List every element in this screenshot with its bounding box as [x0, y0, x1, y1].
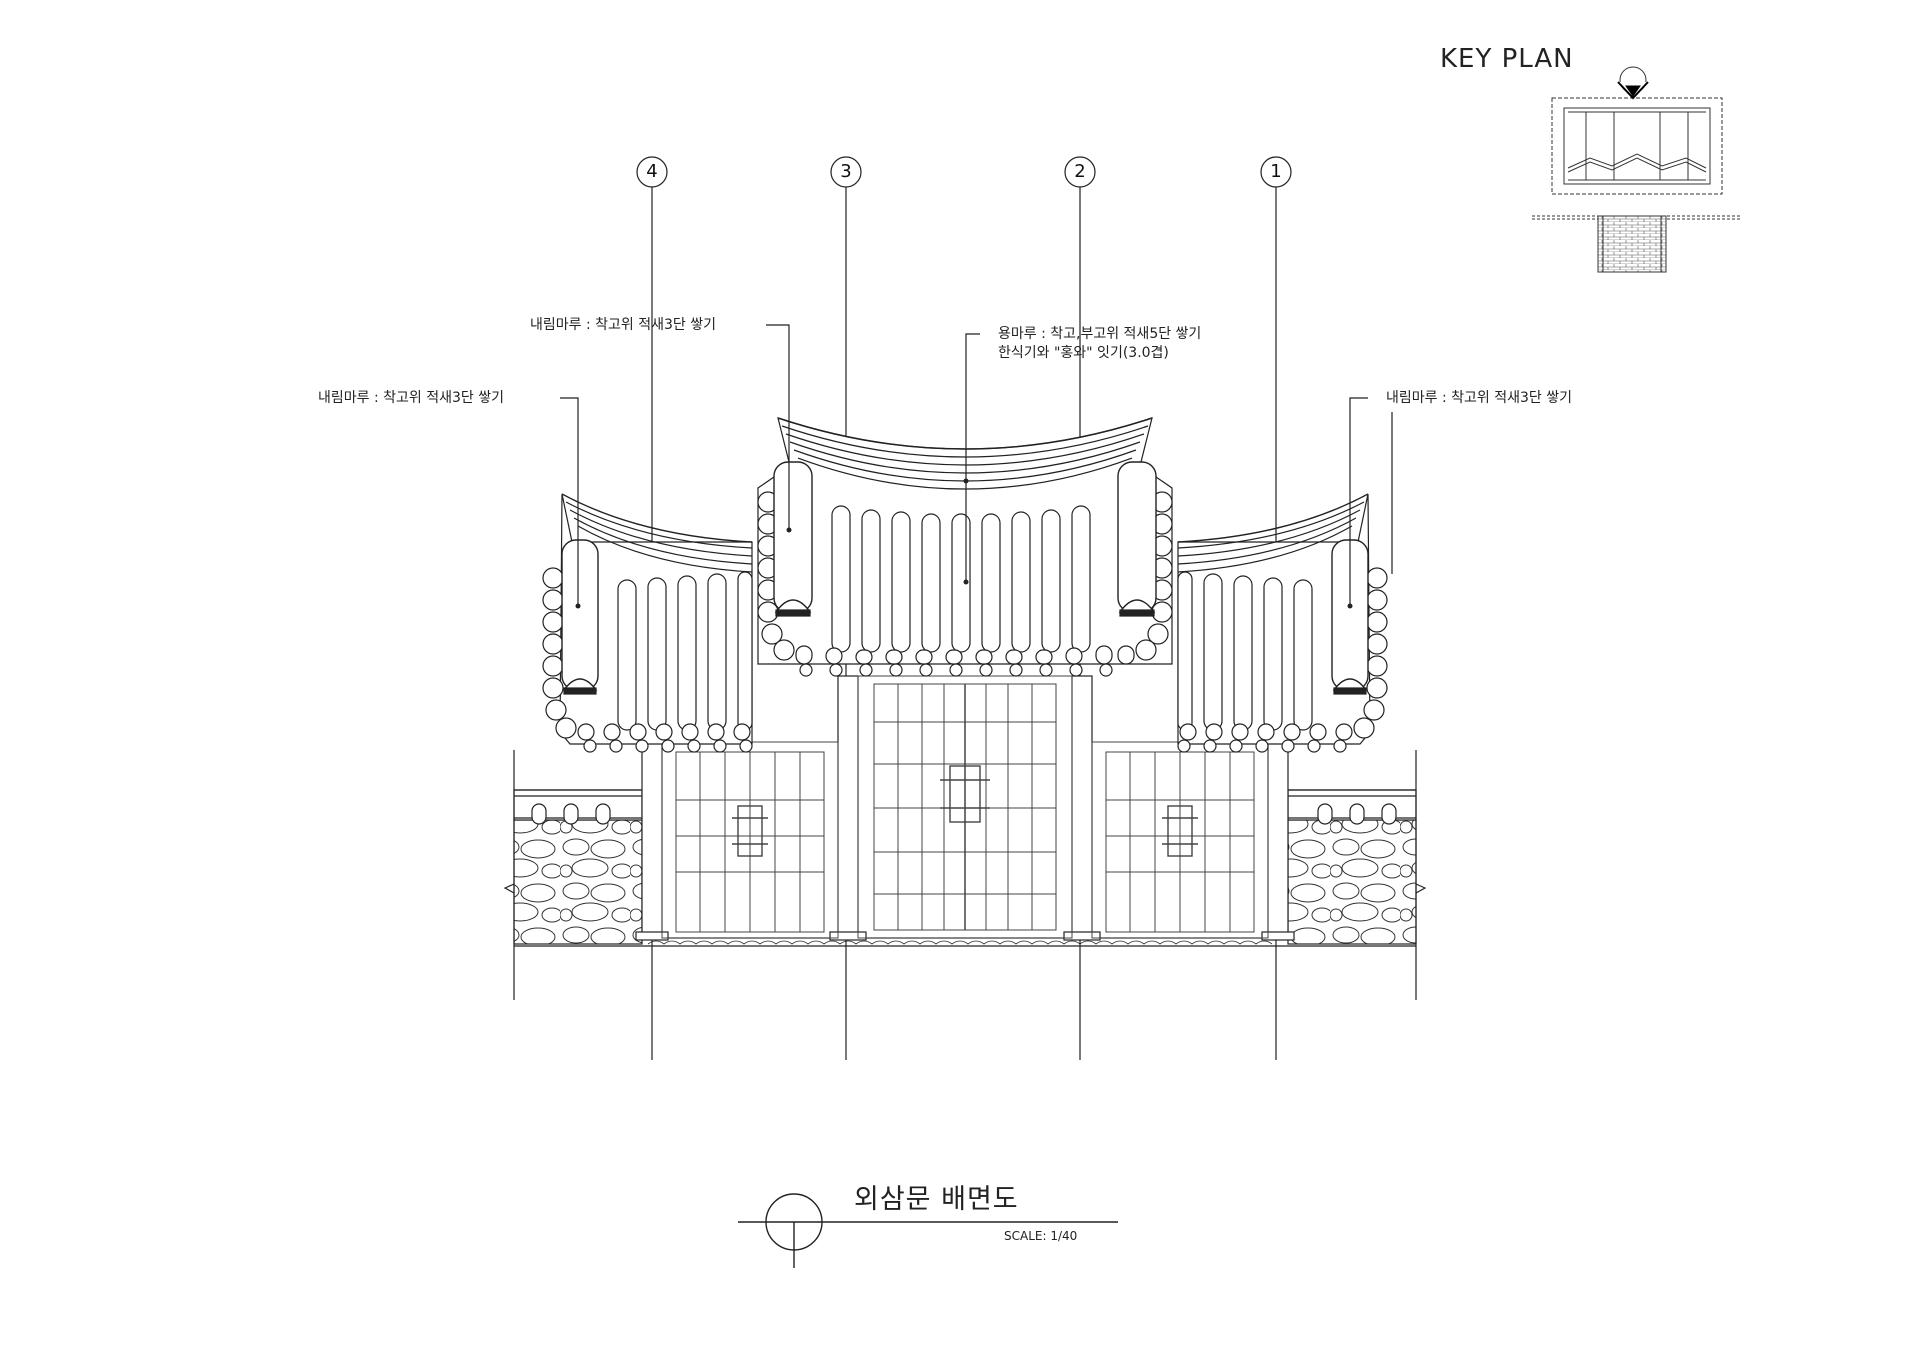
- side-roof-left: [542, 493, 753, 753]
- leader-lines: [560, 324, 1393, 606]
- drawing-scale: SCALE: 1/40: [1004, 1229, 1078, 1243]
- drawing-title: 외삼문 배면도: [854, 1184, 1019, 1215]
- callout-hip-ridge-outer-left: 내림마루 : 착고위 적새3단 쌓기: [318, 390, 504, 406]
- stone-wall-right: [1287, 750, 1427, 1000]
- side-door-right: [1091, 741, 1269, 939]
- leader-dots: [575, 478, 1353, 609]
- title-mark: [738, 1193, 1118, 1268]
- callout-hip-ridge-right: 내림마루 : 착고위 적새3단 쌓기: [1386, 390, 1572, 406]
- key-plan: [1532, 66, 1742, 273]
- side-roof-right: [1177, 493, 1388, 753]
- stone-wall-left: [503, 750, 643, 1000]
- grid-axis-label: 3: [840, 161, 852, 182]
- gate-columns: [635, 675, 1295, 941]
- grid-axis-label: 4: [646, 161, 658, 182]
- key-plan-title: KEY PLAN: [1440, 44, 1574, 74]
- callout-main-ridge: 용마루 : 착고,부고위 적새5단 쌓기: [998, 326, 1202, 342]
- main-door: [857, 675, 1073, 939]
- callout-roof-tiles: 한식기와 "홍와" 잇기(3.0겹): [998, 345, 1169, 361]
- callout-hip-ridge-inner-left: 내림마루 : 착고위 적새3단 쌓기: [530, 317, 716, 333]
- side-door-left: [661, 741, 839, 939]
- grid-axis-label: 2: [1074, 161, 1086, 182]
- grid-axis-label: 1: [1270, 161, 1282, 182]
- central-roof: [757, 417, 1173, 677]
